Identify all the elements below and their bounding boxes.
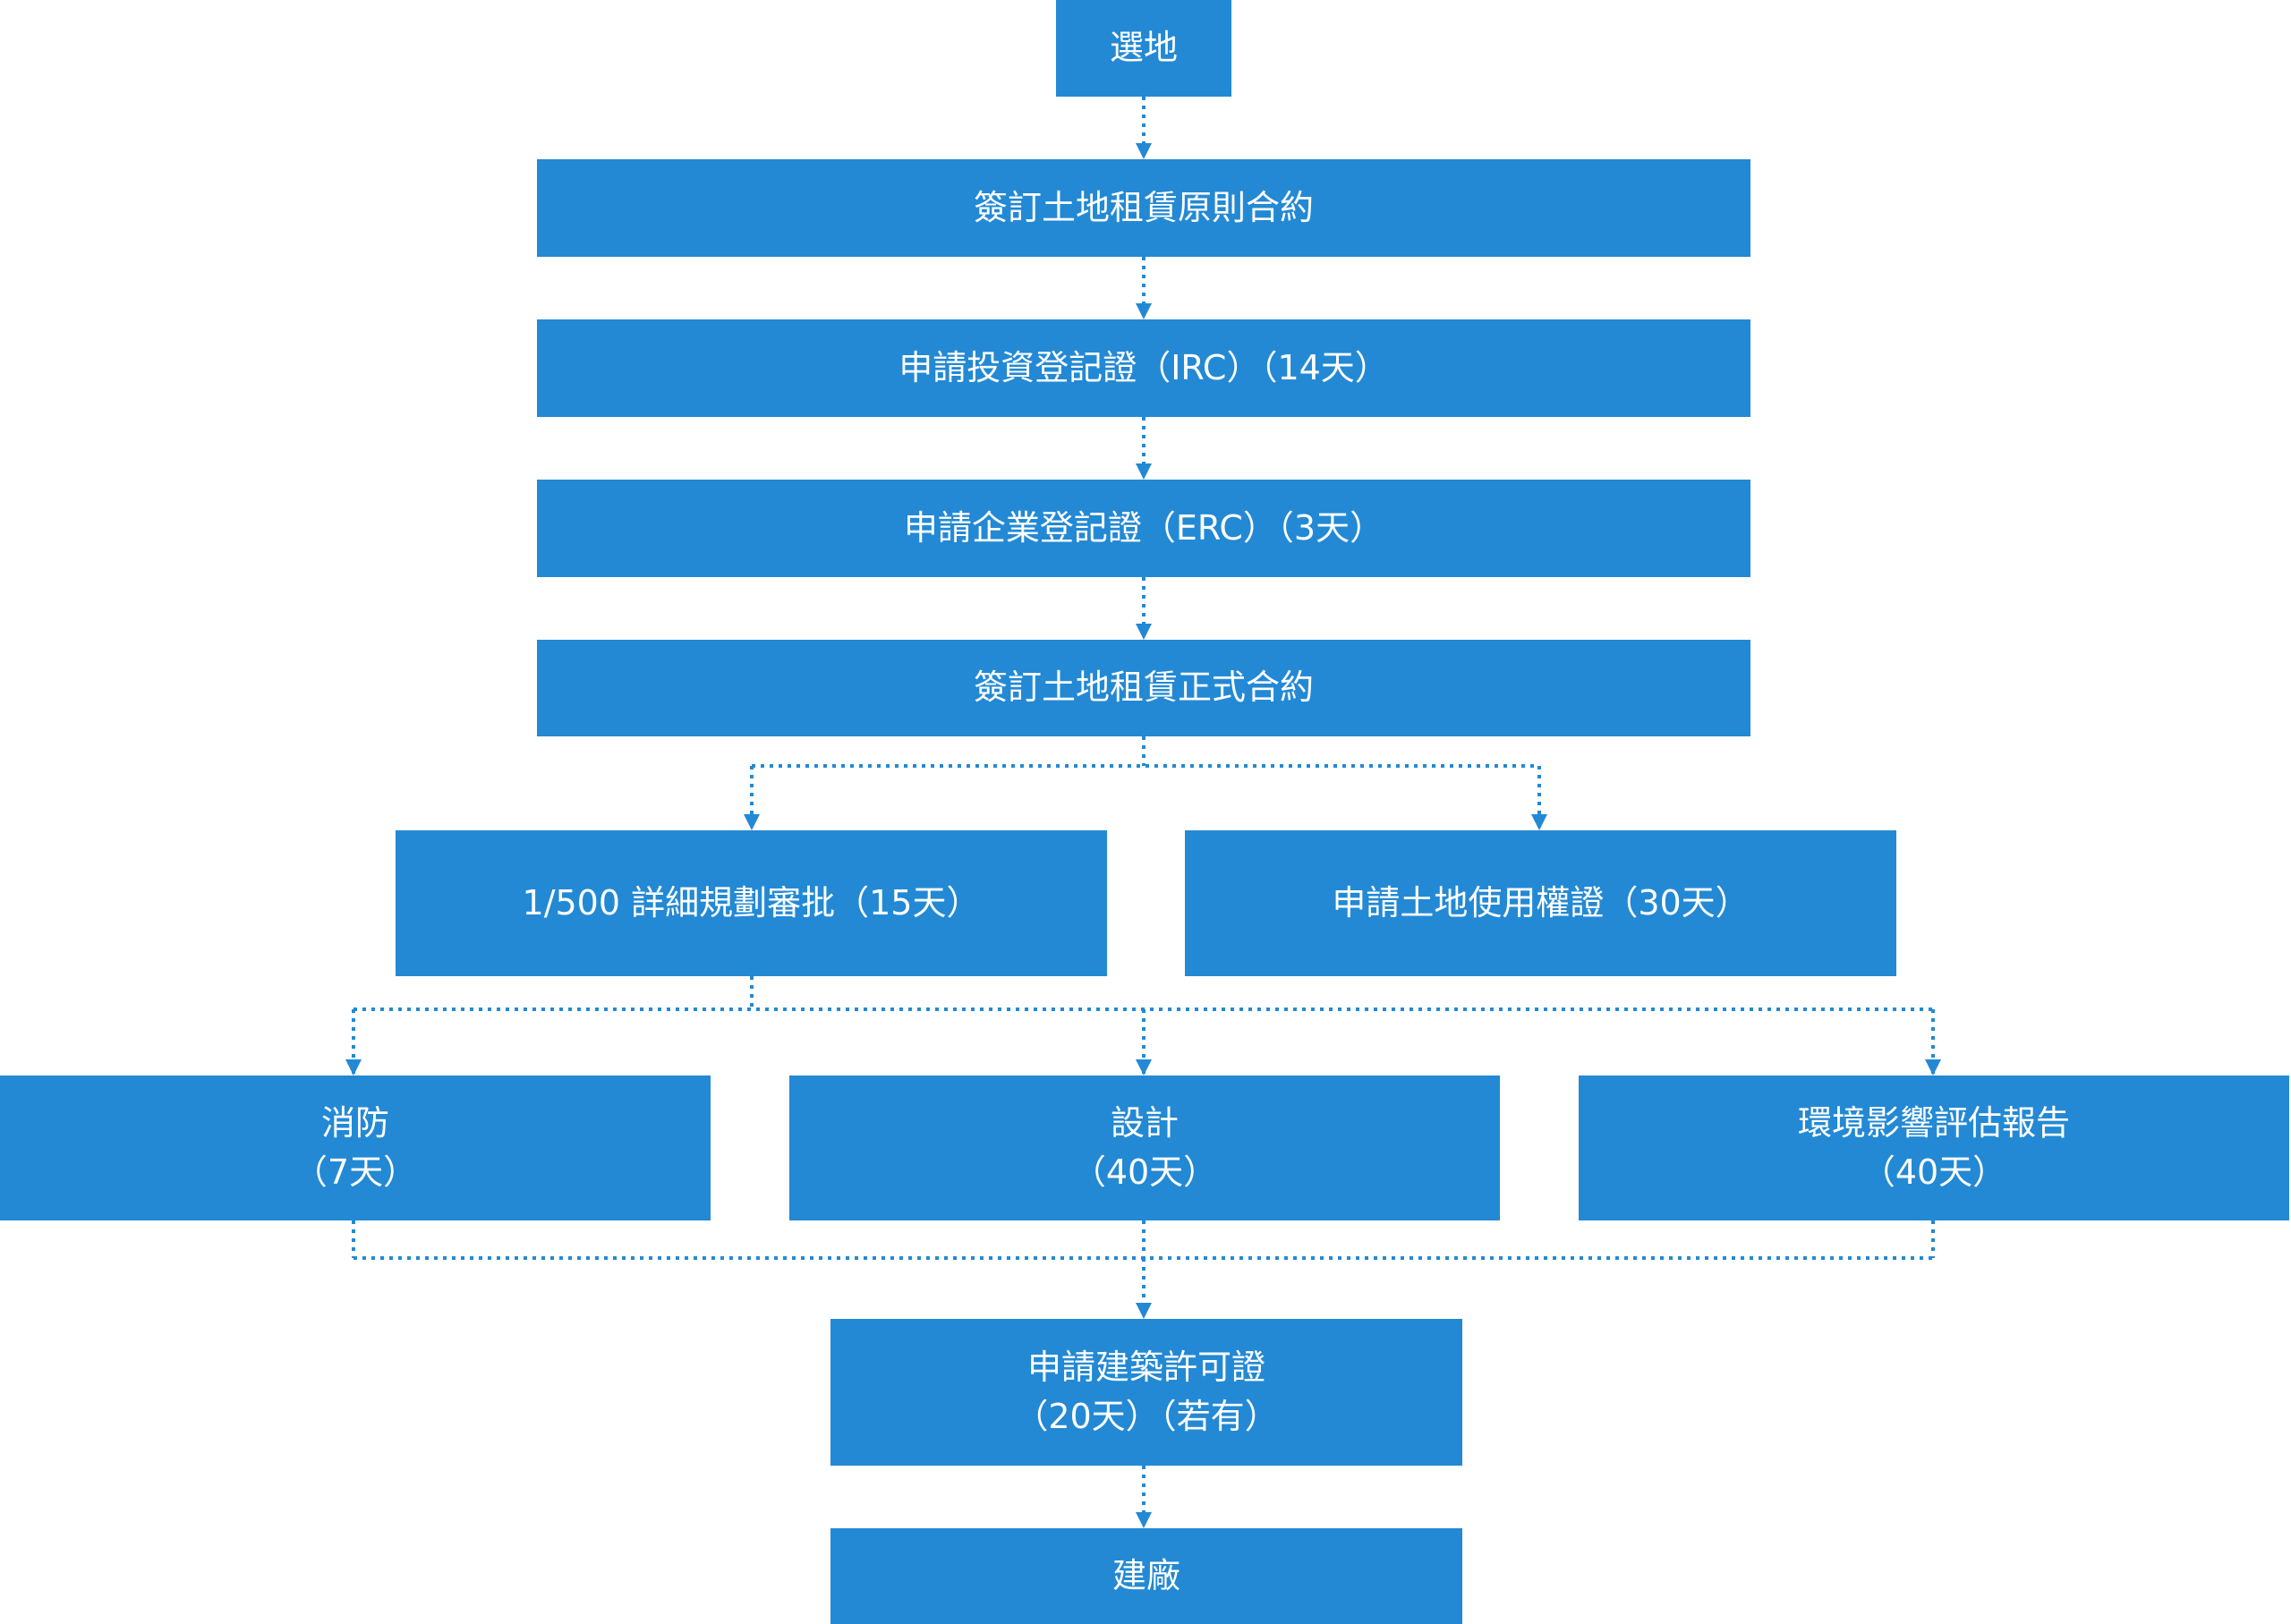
node-label-line2: （7天） <box>293 1152 418 1192</box>
node-label-line2: （40天） <box>1071 1152 1218 1192</box>
node-label: 選地 <box>1109 28 1178 68</box>
node-label-line1: 環境影響評估報告 <box>1797 1102 2070 1143</box>
node-lease-formal: 簽訂土地租賃正式合約 <box>537 640 1750 736</box>
node-land-use-right: 申請土地使用權證（30天） <box>1185 830 1896 976</box>
connector-lease-formal-branch <box>752 736 1539 768</box>
node-irc: 申請投資登記證（IRC）（14天） <box>537 319 1750 417</box>
connector-detail-plan-branch <box>353 976 1933 1011</box>
node-label-line1: 消防 <box>320 1102 389 1143</box>
node-eia: 環境影響評估報告 （40天） <box>1579 1076 2289 1220</box>
node-label-line2: （20天）（若有） <box>1014 1397 1279 1436</box>
node-design: 設計 （40天） <box>789 1076 1500 1220</box>
node-erc: 申請企業登記證（ERC）（3天） <box>537 480 1750 577</box>
node-label: 簽訂土地租賃正式合約 <box>973 667 1314 708</box>
node-label: 申請企業登記證（ERC）（3天） <box>903 507 1384 548</box>
node-label: 申請土地使用權證（30天） <box>1332 882 1750 923</box>
node-fire: 消防 （7天） <box>0 1076 711 1220</box>
node-label-line1: 申請建築許可證 <box>1026 1347 1265 1387</box>
node-detail-plan: 1/500 詳細規劃審批（15天） <box>396 830 1107 976</box>
node-factory: 建廠 <box>830 1528 1462 1624</box>
node-label-line1: 設計 <box>1110 1102 1179 1143</box>
node-building-permit: 申請建築許可證 （20天）（若有） <box>830 1319 1462 1466</box>
node-label: 申請投資登記證（IRC）（14天） <box>899 347 1389 387</box>
node-label-line2: （40天） <box>1861 1152 2007 1192</box>
node-label: 建廠 <box>1111 1555 1180 1595</box>
node-label: 1/500 詳細規劃審批（15天） <box>522 882 981 923</box>
node-label: 簽訂土地租賃原則合約 <box>973 187 1314 227</box>
node-lease-principle: 簽訂土地租賃原則合約 <box>537 159 1750 257</box>
connector-merge-to-building-permit <box>352 1220 1935 1260</box>
node-site-selection: 選地 <box>1056 0 1231 97</box>
